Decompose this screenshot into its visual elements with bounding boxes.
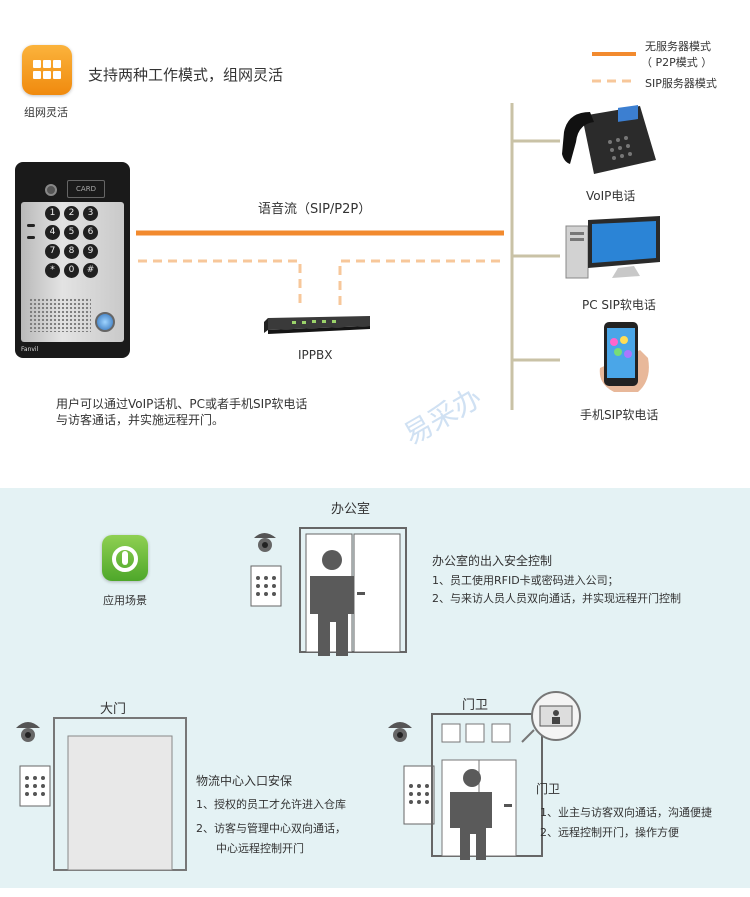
keypad-key: 0 bbox=[64, 263, 79, 278]
intercom-brand: Fanvil bbox=[21, 346, 39, 353]
card-reader: CARD bbox=[67, 180, 105, 198]
ippbx-label: IPPBX bbox=[298, 348, 333, 362]
scenario-app-caption: 应用场景 bbox=[103, 594, 147, 607]
connection-lines bbox=[136, 103, 560, 410]
voip-phone-label: VoIP电话 bbox=[586, 189, 636, 203]
gate-line-3: 中心远程控制开门 bbox=[216, 842, 304, 855]
keypad-key: 9 bbox=[83, 244, 98, 259]
pc-computer-icon bbox=[565, 216, 660, 279]
keypad-key: 8 bbox=[64, 244, 79, 259]
scenario-app-icon bbox=[102, 535, 148, 581]
description-line-2: 与访客通话，并实施远程开门。 bbox=[56, 413, 225, 427]
keypad-key: 7 bbox=[45, 244, 60, 259]
ippbx-device bbox=[264, 316, 370, 334]
voice-stream-label: 语音流（SIP/P2P） bbox=[258, 202, 372, 217]
bottom-band bbox=[0, 888, 750, 897]
guard-line-2: 2、远程控制开门，操作方便 bbox=[540, 826, 679, 839]
guard-heading: 门卫 bbox=[536, 782, 561, 796]
guard-title: 门卫 bbox=[462, 698, 489, 713]
speaker-grille bbox=[29, 298, 91, 332]
keypad-key: 1 bbox=[45, 206, 60, 221]
network-section: 组网灵活 支持两种工作模式，组网灵活 无服务器模式 （ P2P模式 ） SIP服… bbox=[15, 40, 717, 452]
office-line-2: 2、与来访人员人员双向通话，并实现远程开门控制 bbox=[432, 592, 681, 605]
office-line-1: 1、员工使用RFID卡或密码进入公司； bbox=[432, 574, 619, 587]
network-headline: 支持两种工作模式，组网灵活 bbox=[88, 66, 284, 84]
network-app-icon bbox=[22, 45, 72, 95]
mobile-label: 手机SIP软电话 bbox=[580, 408, 659, 422]
gate-heading: 物流中心入口安保 bbox=[196, 774, 293, 788]
guard-line-1: 1、业主与访客双向通话，沟通便捷 bbox=[540, 806, 712, 819]
keypad-key: # bbox=[83, 263, 98, 278]
office-scene bbox=[250, 527, 407, 656]
pc-label: PC SIP软电话 bbox=[582, 298, 656, 312]
legend-solid-label: 无服务器模式 bbox=[645, 40, 711, 53]
keypad-key: 5 bbox=[64, 225, 79, 240]
office-title: 办公室 bbox=[331, 502, 371, 517]
gate-title: 大门 bbox=[100, 702, 127, 717]
keypad-key: 2 bbox=[64, 206, 79, 221]
legend-lines bbox=[592, 52, 636, 83]
legend-solid-sublabel: （ P2P模式 ） bbox=[641, 56, 713, 69]
guard-scene bbox=[388, 691, 581, 860]
mobile-phone-icon bbox=[599, 322, 649, 392]
description-line-1: 用户可以通过VoIP话机、PC或者手机SIP软电话 bbox=[56, 397, 308, 411]
keypad-key: 6 bbox=[83, 225, 98, 240]
keypad-key: 4 bbox=[45, 225, 60, 240]
gate-line-2: 2、访客与管理中心双向通话， bbox=[196, 822, 346, 835]
voip-phone-icon bbox=[562, 105, 656, 174]
keypad-key: 3 bbox=[83, 206, 98, 221]
network-app-caption: 组网灵活 bbox=[24, 106, 68, 119]
camera-lens-icon bbox=[45, 184, 57, 196]
gate-scene bbox=[16, 717, 187, 871]
office-heading: 办公室的出入安全控制 bbox=[432, 554, 553, 568]
legend-dashed-label: SIP服务器模式 bbox=[645, 77, 717, 90]
call-button-icon bbox=[95, 312, 115, 332]
gate-line-1: 1、授权的员工才允许进入仓库 bbox=[196, 798, 346, 811]
keypad-key: * bbox=[45, 263, 60, 278]
